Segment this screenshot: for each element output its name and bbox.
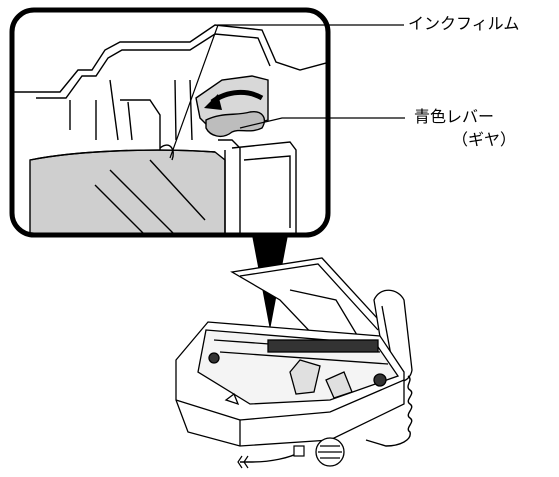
fax-machine-illustration [175, 257, 413, 467]
cable-break-mark [237, 455, 249, 469]
coiled-cord [365, 375, 413, 447]
blue-lever-leader-line [239, 117, 405, 129]
power-cable [240, 451, 301, 463]
ink-film-label: インクフィルム [408, 14, 520, 33]
cover-outline [12, 24, 328, 93]
inset-detail-view [9, 7, 331, 238]
ink-film-roll [29, 149, 226, 235]
inset-frame [9, 7, 331, 238]
cable-plug [293, 445, 305, 457]
blue-lever-gear [205, 111, 266, 138]
ink-film-leader-line [169, 24, 404, 159]
blue-lever-label: 青色レバー [414, 107, 495, 126]
blue-lever-sub-label: （ギヤ） [452, 130, 517, 149]
